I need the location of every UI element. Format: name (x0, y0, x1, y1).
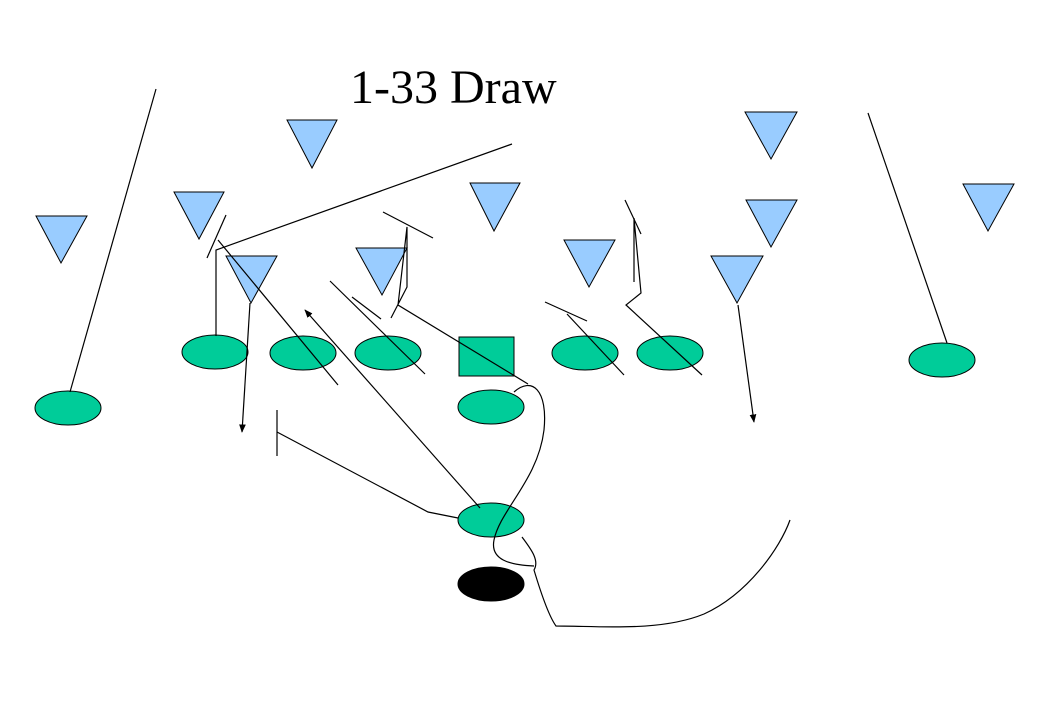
defender-7 (35, 215, 88, 265)
block-lineman-3 (329, 280, 426, 375)
defender-4 (173, 191, 225, 241)
offense-group (34, 334, 976, 602)
block-stop-lineman-3 (351, 296, 382, 320)
offensive-lineman-1 (181, 334, 249, 370)
block-left-guard (217, 239, 339, 386)
block-right-guard (566, 313, 625, 376)
defender-2 (744, 111, 798, 161)
block-stop-right-tackle (624, 199, 642, 235)
block-running-back (276, 431, 459, 519)
defender-1 (286, 119, 338, 170)
block-center (390, 226, 529, 385)
wide-receiver-left (34, 390, 102, 426)
block-left-tackle (215, 143, 513, 336)
routes-group (69, 88, 948, 628)
block-right-tackle (625, 217, 703, 376)
play-title: 1-33 Draw (350, 61, 557, 114)
defense-group (35, 111, 1015, 305)
block-stop-left-tackle (206, 214, 227, 259)
route-left-wr (69, 88, 157, 393)
block-stop-center (382, 211, 434, 239)
route-draw-arrow (304, 309, 481, 509)
route-right-wr (867, 112, 948, 344)
ball-carrier-ball (457, 566, 525, 602)
defender-11 (710, 255, 764, 305)
defender-pursuit-left (239, 302, 251, 433)
block-stop-right-guard (544, 301, 588, 322)
offensive-lineman-5 (636, 335, 704, 371)
qb-fake-path (521, 519, 791, 628)
offensive-lineman-3 (354, 335, 422, 371)
defender-8 (563, 239, 616, 289)
wide-receiver-right (908, 342, 976, 378)
defender-6 (962, 183, 1015, 233)
defender-5 (745, 199, 798, 249)
qb-drop-path (492, 384, 546, 567)
defender-9 (355, 247, 408, 297)
offensive-lineman-4 (551, 335, 619, 371)
quarterback (457, 389, 525, 425)
defender-10 (225, 255, 278, 305)
defender-3 (469, 182, 521, 233)
offensive-lineman-2 (269, 335, 337, 371)
running-back (457, 502, 525, 538)
defender-pursuit-right (737, 304, 757, 423)
